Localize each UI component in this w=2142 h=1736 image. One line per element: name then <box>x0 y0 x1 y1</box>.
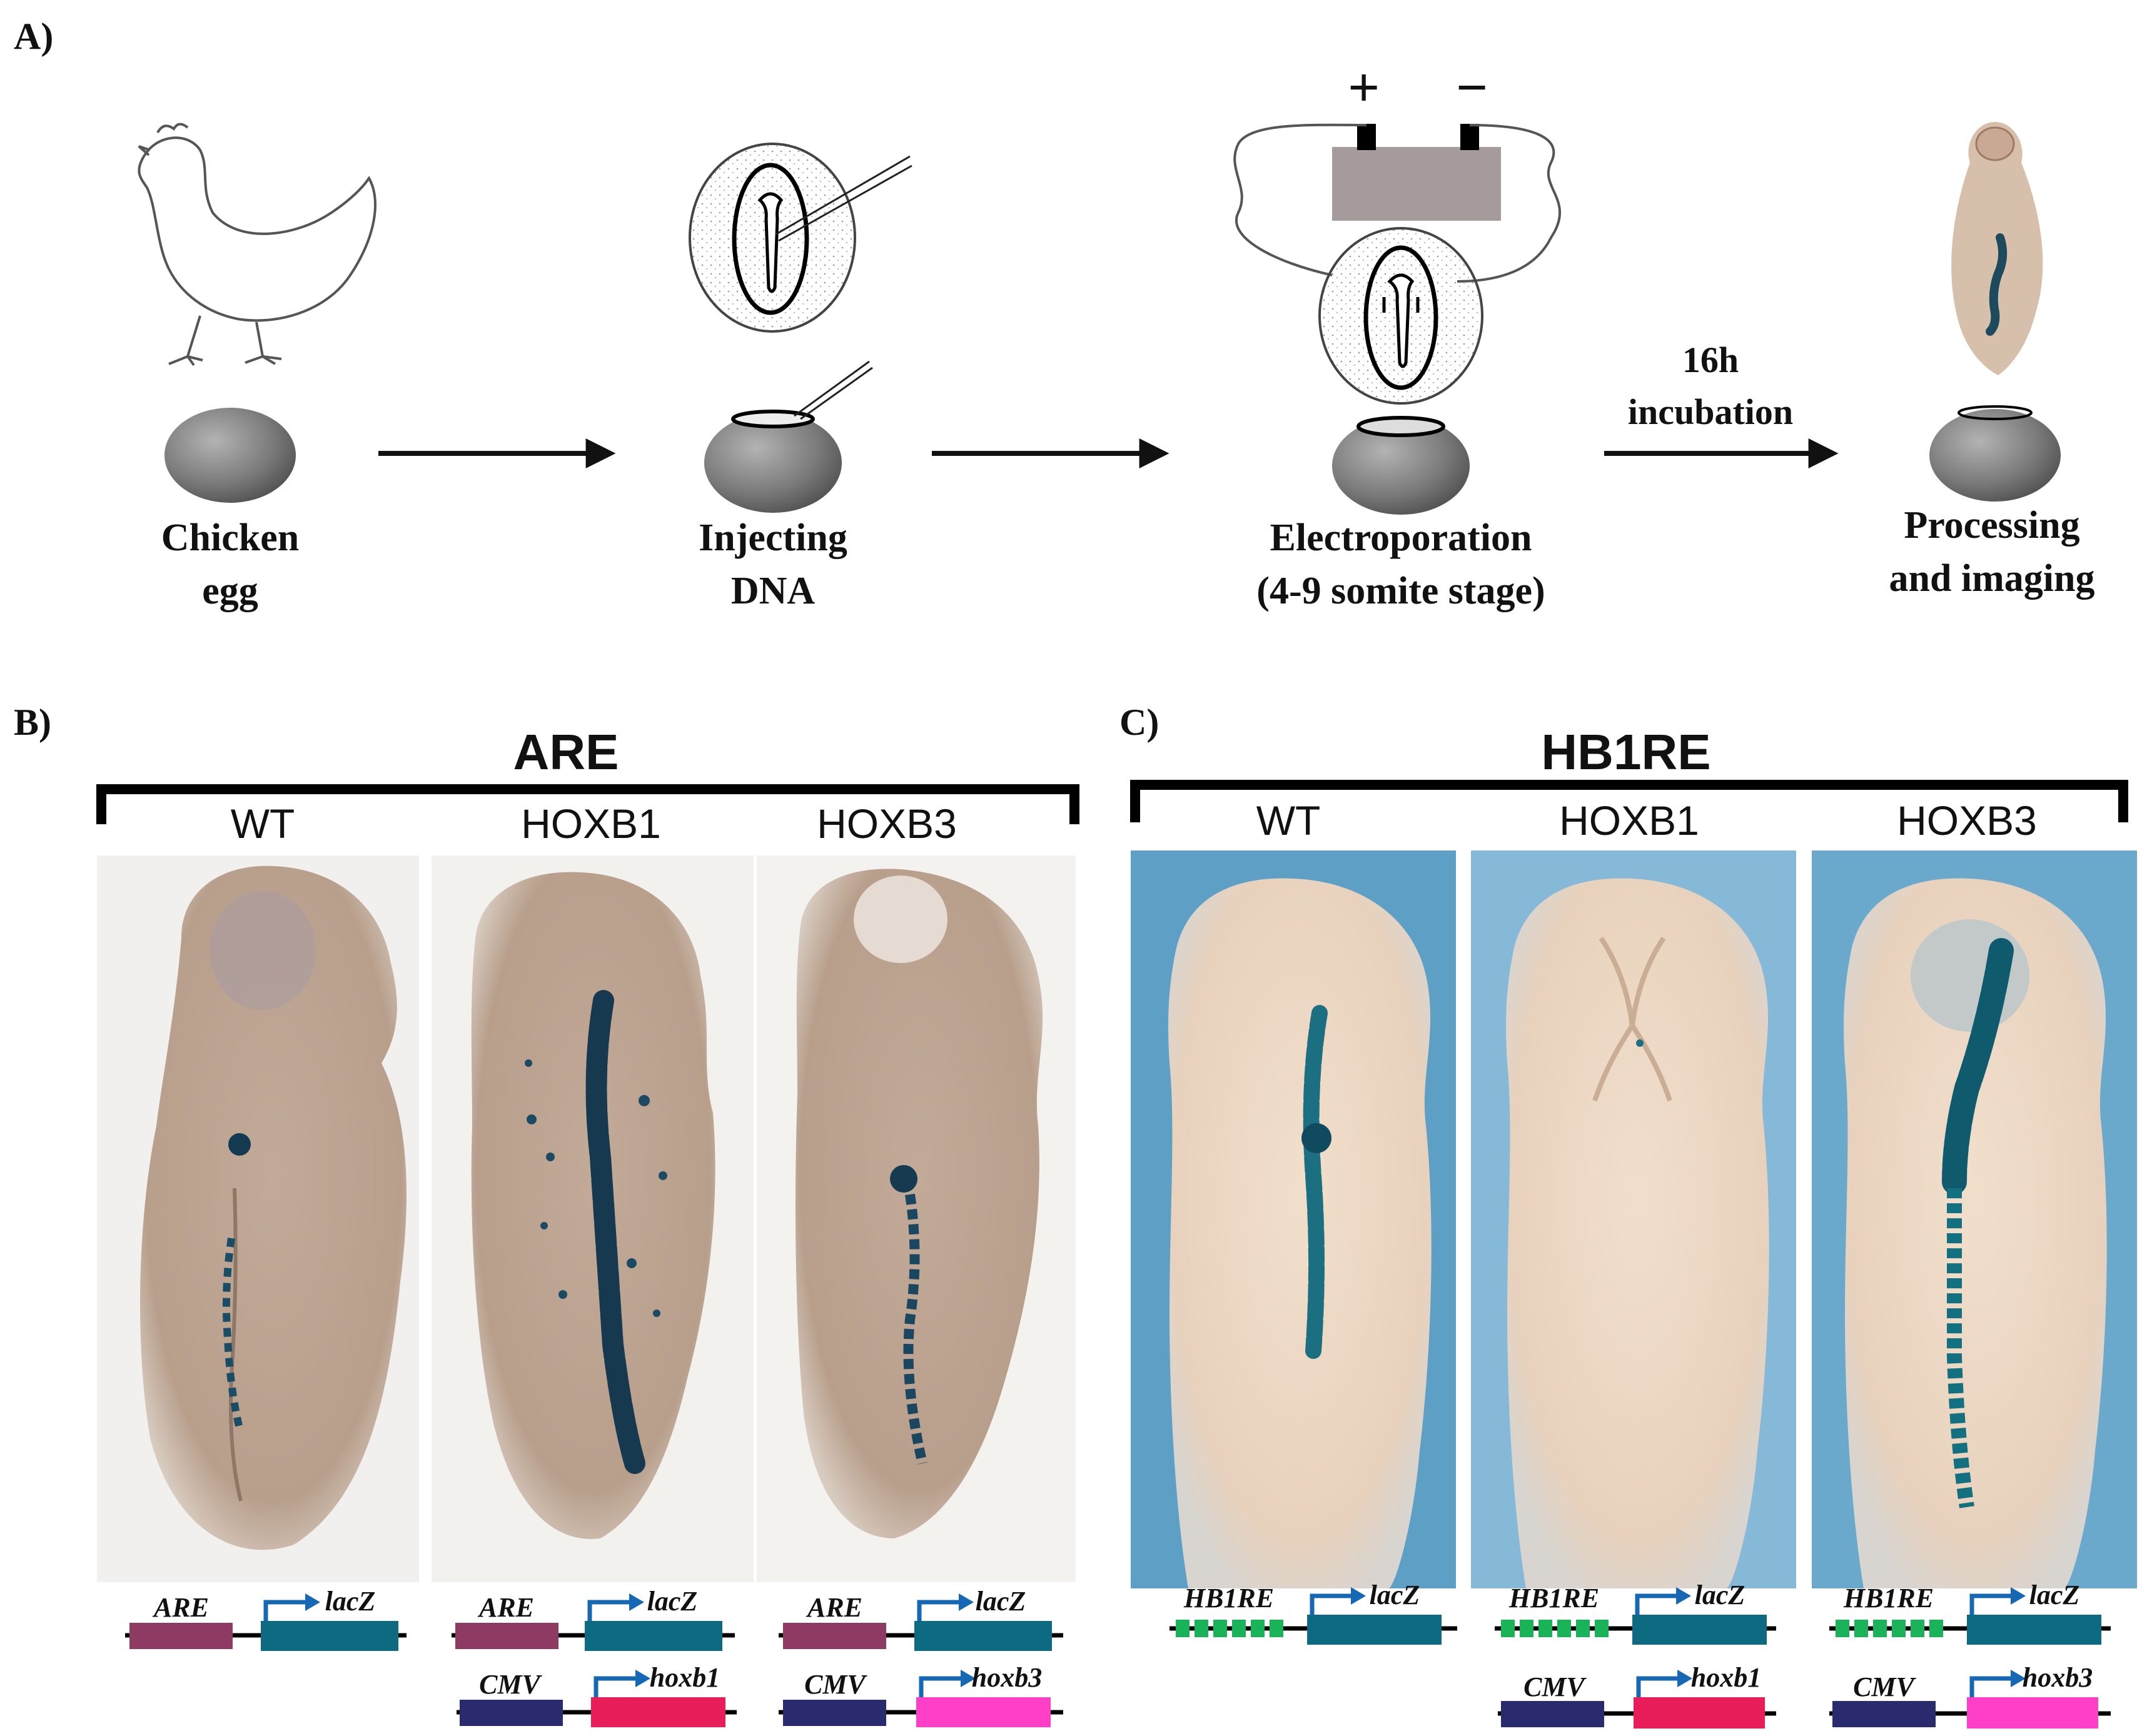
panel-b-column-hoxb1: HOXB1 <box>521 800 661 847</box>
panel-c-hoxb1-reporter-label: lacZ <box>1695 1580 1745 1610</box>
panel-c-wt-embryo-image <box>1131 850 1456 1588</box>
egg-icon <box>1332 417 1470 515</box>
minus-symbol: − <box>1456 57 1488 119</box>
electroporator-icon <box>1233 123 1561 283</box>
panel-b-hoxb3-embryo-image <box>757 855 1076 1582</box>
embryo-zoom-icon <box>689 143 912 333</box>
panel-c-wt-element-label: HB1RE <box>1183 1583 1274 1613</box>
panel-c-bracket <box>1130 780 2128 822</box>
chicken-icon <box>138 123 376 366</box>
egg-icon <box>164 408 296 503</box>
panel-b-wt-reporter-label: lacZ <box>325 1586 376 1617</box>
step-4-line-1: Processing <box>1904 504 2079 547</box>
panel-b-wt-embryo-image <box>97 855 419 1582</box>
panel-c-wt-construct <box>1170 1587 1457 1645</box>
step-1-line-2: egg <box>202 570 258 612</box>
panel-c-hoxb3-reporter-label: lacZ <box>2029 1580 2080 1610</box>
panel-c-title: HB1RE <box>1541 724 1710 780</box>
panel-b-hoxb3-reporter-label: lacZ <box>976 1586 1026 1617</box>
panel-c-hoxb1-element-label: HB1RE <box>1508 1583 1599 1613</box>
panel-b-hoxb1-reporter-label: lacZ <box>647 1586 698 1617</box>
panel-b-title: ARE <box>513 724 619 780</box>
electroporation-zoom-icon <box>1318 227 1483 405</box>
panel-c-hoxb3-construct <box>1829 1587 2111 1728</box>
incubation-label: incubation <box>1628 391 1793 432</box>
step-2-line-1: Injecting <box>699 517 847 559</box>
panel-c-hoxb1-promoter-label: CMV <box>1523 1672 1587 1702</box>
panel-a-label: A) <box>14 16 53 57</box>
processed-embryo-image <box>1951 122 2043 375</box>
panel-b-wt-element-label: ARE <box>152 1592 209 1623</box>
panel-b-label: B) <box>14 702 51 743</box>
plus-symbol: + <box>1348 57 1380 119</box>
step-2-line-2: DNA <box>731 570 816 612</box>
needle-icon <box>794 360 873 420</box>
panel-c-wt-reporter-label: lacZ <box>1370 1580 1420 1610</box>
panel-b-hoxb1-gene-label: hoxb1 <box>650 1662 720 1693</box>
panel-b-column-hoxb3: HOXB3 <box>817 800 957 847</box>
panel-c-hoxb3-embryo-image <box>1812 850 2137 1588</box>
step-3-line-2: (4-9 somite stage) <box>1256 570 1545 612</box>
step-3-line-1: Electroporation <box>1270 517 1532 559</box>
panel-c-label: C) <box>1119 702 1159 743</box>
panel-c-hoxb3-promoter-label: CMV <box>1853 1672 1916 1702</box>
panel-b-hoxb3-construct <box>779 1593 1063 1727</box>
panel-b-hoxb1-construct <box>452 1593 737 1727</box>
panel-c-column-wt: WT <box>1256 797 1321 844</box>
panel-c-hoxb3-gene-label: hoxb3 <box>2023 1662 2093 1693</box>
panel-c-hoxb1-construct <box>1495 1587 1776 1728</box>
incubation-time: 16h <box>1682 340 1739 380</box>
step-4-line-2: and imaging <box>1889 557 2094 600</box>
step-1-line-1: Chicken <box>161 517 299 559</box>
panel-b-bracket <box>96 784 1079 824</box>
panel-b-column-wt: WT <box>231 800 295 847</box>
egg-icon <box>1929 409 2061 502</box>
egg-icon <box>704 413 842 513</box>
panel-c-column-hoxb1: HOXB1 <box>1559 797 1699 844</box>
panel-c-hoxb3-element-label: HB1RE <box>1843 1583 1934 1613</box>
panel-c-hoxb1-embryo-image <box>1471 850 1796 1588</box>
panel-c-hoxb1-gene-label: hoxb1 <box>1691 1662 1761 1693</box>
panel-b-hoxb1-embryo-image <box>432 855 754 1582</box>
panel-b-hoxb1-element-label: ARE <box>477 1592 534 1623</box>
panel-b-hoxb1-promoter-label: CMV <box>479 1669 542 1700</box>
panel-b-wt-construct <box>125 1593 407 1651</box>
panel-b-hoxb3-promoter-label: CMV <box>804 1669 867 1700</box>
panel-b-hoxb3-element-label: ARE <box>806 1592 862 1623</box>
panel-b-hoxb3-gene-label: hoxb3 <box>972 1662 1042 1693</box>
panel-c-column-hoxb3: HOXB3 <box>1897 797 2037 844</box>
